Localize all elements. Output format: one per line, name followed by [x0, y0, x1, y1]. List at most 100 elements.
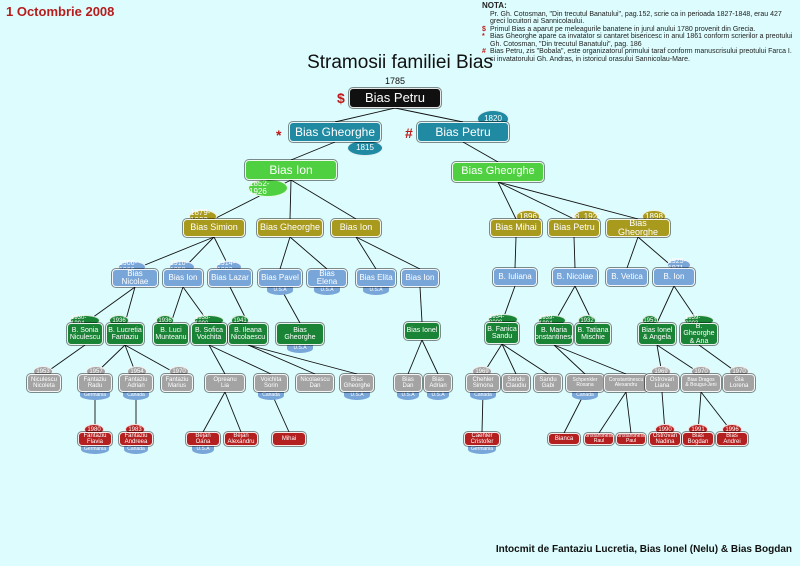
- document-date: 1 Octombrie 2008: [6, 4, 115, 19]
- person-name: Constantinescu Alexandru: [608, 376, 644, 388]
- note-symbol: *: [482, 33, 485, 41]
- person-node-gen-7: Bejan Oana: [186, 432, 220, 446]
- connector-line: [421, 339, 439, 375]
- person-name: Bias Ionel: [406, 327, 438, 335]
- location-badge: Canada: [123, 391, 149, 400]
- person-node-gen-6: Fantaziu Adrian: [119, 374, 153, 392]
- person-node-gen-5: B. Ileana Nicolaescu: [228, 323, 268, 345]
- person-node-gen-7: Fantaziu Andreea: [119, 432, 153, 446]
- person-name: Bias Pavel: [261, 272, 299, 282]
- person-node-gen-1: Bias Petru: [417, 122, 509, 142]
- connector-line: [625, 391, 632, 434]
- person-node-gen-7: Fantaziu Flavia: [78, 432, 112, 446]
- person-name: Bias Gheorghe: [284, 326, 316, 341]
- connector-line: [289, 179, 292, 220]
- person-name: Bias Ion: [269, 162, 313, 177]
- person-name: Constantinescu Paul: [617, 433, 646, 444]
- note-text: Bias Petru, zis "Bobala", este organizat…: [490, 48, 792, 63]
- person-node-gen-5: B. Lucretia Fantaziu: [106, 323, 144, 345]
- person-node-gen-6: Chehler Simona: [466, 374, 500, 392]
- person-name: Ostrovari Nadina: [652, 432, 678, 445]
- person-name: Bias Ion: [168, 272, 198, 282]
- connector-line: [224, 391, 242, 433]
- person-node-gen-4: Bias Nicolae: [112, 269, 158, 287]
- person-node-gen-7: Caehler Cristofer: [464, 432, 500, 446]
- location-badge: U.S.A: [427, 391, 449, 400]
- connector-line: [553, 344, 627, 375]
- person-node-gen-2: Bias Gheorghe: [452, 162, 544, 182]
- person-node-gen-5: B. Luci Munteanu: [153, 323, 189, 345]
- connector-line: [656, 285, 675, 324]
- person-node-gen-1: Bias Gheorghe: [289, 122, 381, 142]
- person-name: B. Vetica: [611, 271, 643, 281]
- connector-line: [289, 236, 328, 270]
- person-name: Bejan Alexandru: [227, 432, 255, 445]
- person-node-gen-4: Bias Elena: [307, 269, 347, 287]
- location-badge: Canada: [258, 391, 284, 400]
- location-badge: Canada: [572, 391, 598, 400]
- hash-marker: #: [405, 125, 413, 141]
- person-name: Bias Gheorghe: [294, 124, 376, 139]
- person-name: B. Gheorghe & Ana: [683, 323, 715, 345]
- person-node-gen-4: Bias Ion: [401, 269, 439, 287]
- person-name: Gia Lorena: [729, 376, 749, 389]
- person-name: B. Maria Constantinescu: [535, 326, 572, 341]
- person-name: Bias Petru: [435, 124, 491, 139]
- connector-line: [497, 181, 575, 220]
- person-name: Bias Elena: [316, 269, 338, 286]
- person-node-gen-5: Bias Ionel: [404, 322, 440, 340]
- person-node-gen-6: Voichita Sorin: [254, 374, 288, 392]
- note-item: * Bias Gheorghe apare ca invatator si can…: [482, 33, 798, 48]
- note-symbol: [482, 11, 490, 26]
- person-node-gen-6: Niculescu Nicoleta: [27, 374, 61, 392]
- person-node-gen-7: Constantinescu Raul: [584, 433, 614, 445]
- note-text: Bias Gheorghe apare ca invatator si cant…: [490, 33, 793, 48]
- connector-line: [573, 236, 576, 269]
- page-title: Stramosii familiei Bias: [307, 52, 493, 73]
- person-node-gen-6: Nicolaescu Dan: [296, 374, 334, 392]
- connector-line: [497, 181, 517, 220]
- person-name: Bias Gheorghe: [259, 222, 321, 233]
- person-node-gen-6: Bias Adrian: [424, 374, 452, 392]
- person-node-gen-4: B. Vetica: [606, 268, 648, 286]
- connector-line: [394, 107, 464, 123]
- person-node-gen-7: Ostrovari Nadina: [649, 432, 681, 446]
- person-node-gen-3: Bias Gheorghe: [257, 219, 323, 237]
- note-symbol: #: [482, 48, 486, 56]
- person-node-gen-4: Bias Lazar: [208, 269, 252, 287]
- connector-line: [208, 344, 226, 375]
- location-badge: U.S.A: [192, 445, 214, 454]
- person-name: Bias Lazar: [211, 272, 249, 282]
- person-node-gen-6: Schpenkler Roxana: [566, 374, 604, 392]
- connector-line: [501, 343, 517, 375]
- person-name: B. Nicolae: [556, 271, 594, 281]
- person-node-gen-7: Mihai: [272, 432, 306, 446]
- person-name: Mihai: [281, 435, 297, 442]
- person-name: Voichita Sorin: [260, 376, 282, 389]
- person-node-gen-6: Bias Gheorghe: [340, 374, 374, 392]
- location-badge: Canada: [124, 445, 148, 454]
- person-name: Ostrovari Liana: [649, 376, 675, 389]
- person-node-gen-3: Bias Ion: [331, 219, 381, 237]
- root-year: 1785: [384, 76, 406, 86]
- person-name: Bias Nicolae: [121, 269, 149, 286]
- person-node-gen-5: Bias Ionel & Angela: [638, 323, 676, 345]
- person-name: Schpenkler Roxana: [572, 376, 598, 388]
- person-name: B. Sonia Niculescu: [69, 326, 101, 341]
- person-name: Fantaziu Marius: [165, 376, 189, 389]
- person-name: Opreanu Lia: [213, 376, 237, 389]
- person-node-gen-6: Fantaziu Radu: [78, 374, 112, 392]
- connector-line: [290, 179, 357, 220]
- person-node-gen-5: Bias Gheorghe: [276, 323, 324, 345]
- person-name: Fantaziu Andreea: [124, 432, 148, 445]
- person-node-gen-5: B. Gheorghe & Ana: [680, 323, 718, 345]
- person-name: Bias Adrian: [429, 376, 447, 389]
- notes-panel: NOTA: Pr. Gh. Cotosman, "Din trecutul Ba…: [482, 1, 798, 63]
- connector-line: [598, 391, 627, 434]
- person-node-gen-5: B. Sofica Voichita: [191, 323, 227, 345]
- location-badge: Germania: [468, 445, 496, 454]
- note-item: # Bias Petru, zis "Bobala", este organiza…: [482, 48, 798, 63]
- person-name: Bias Petru: [365, 90, 425, 106]
- location-badge: U.S.A: [363, 286, 389, 295]
- connector-line: [501, 343, 549, 375]
